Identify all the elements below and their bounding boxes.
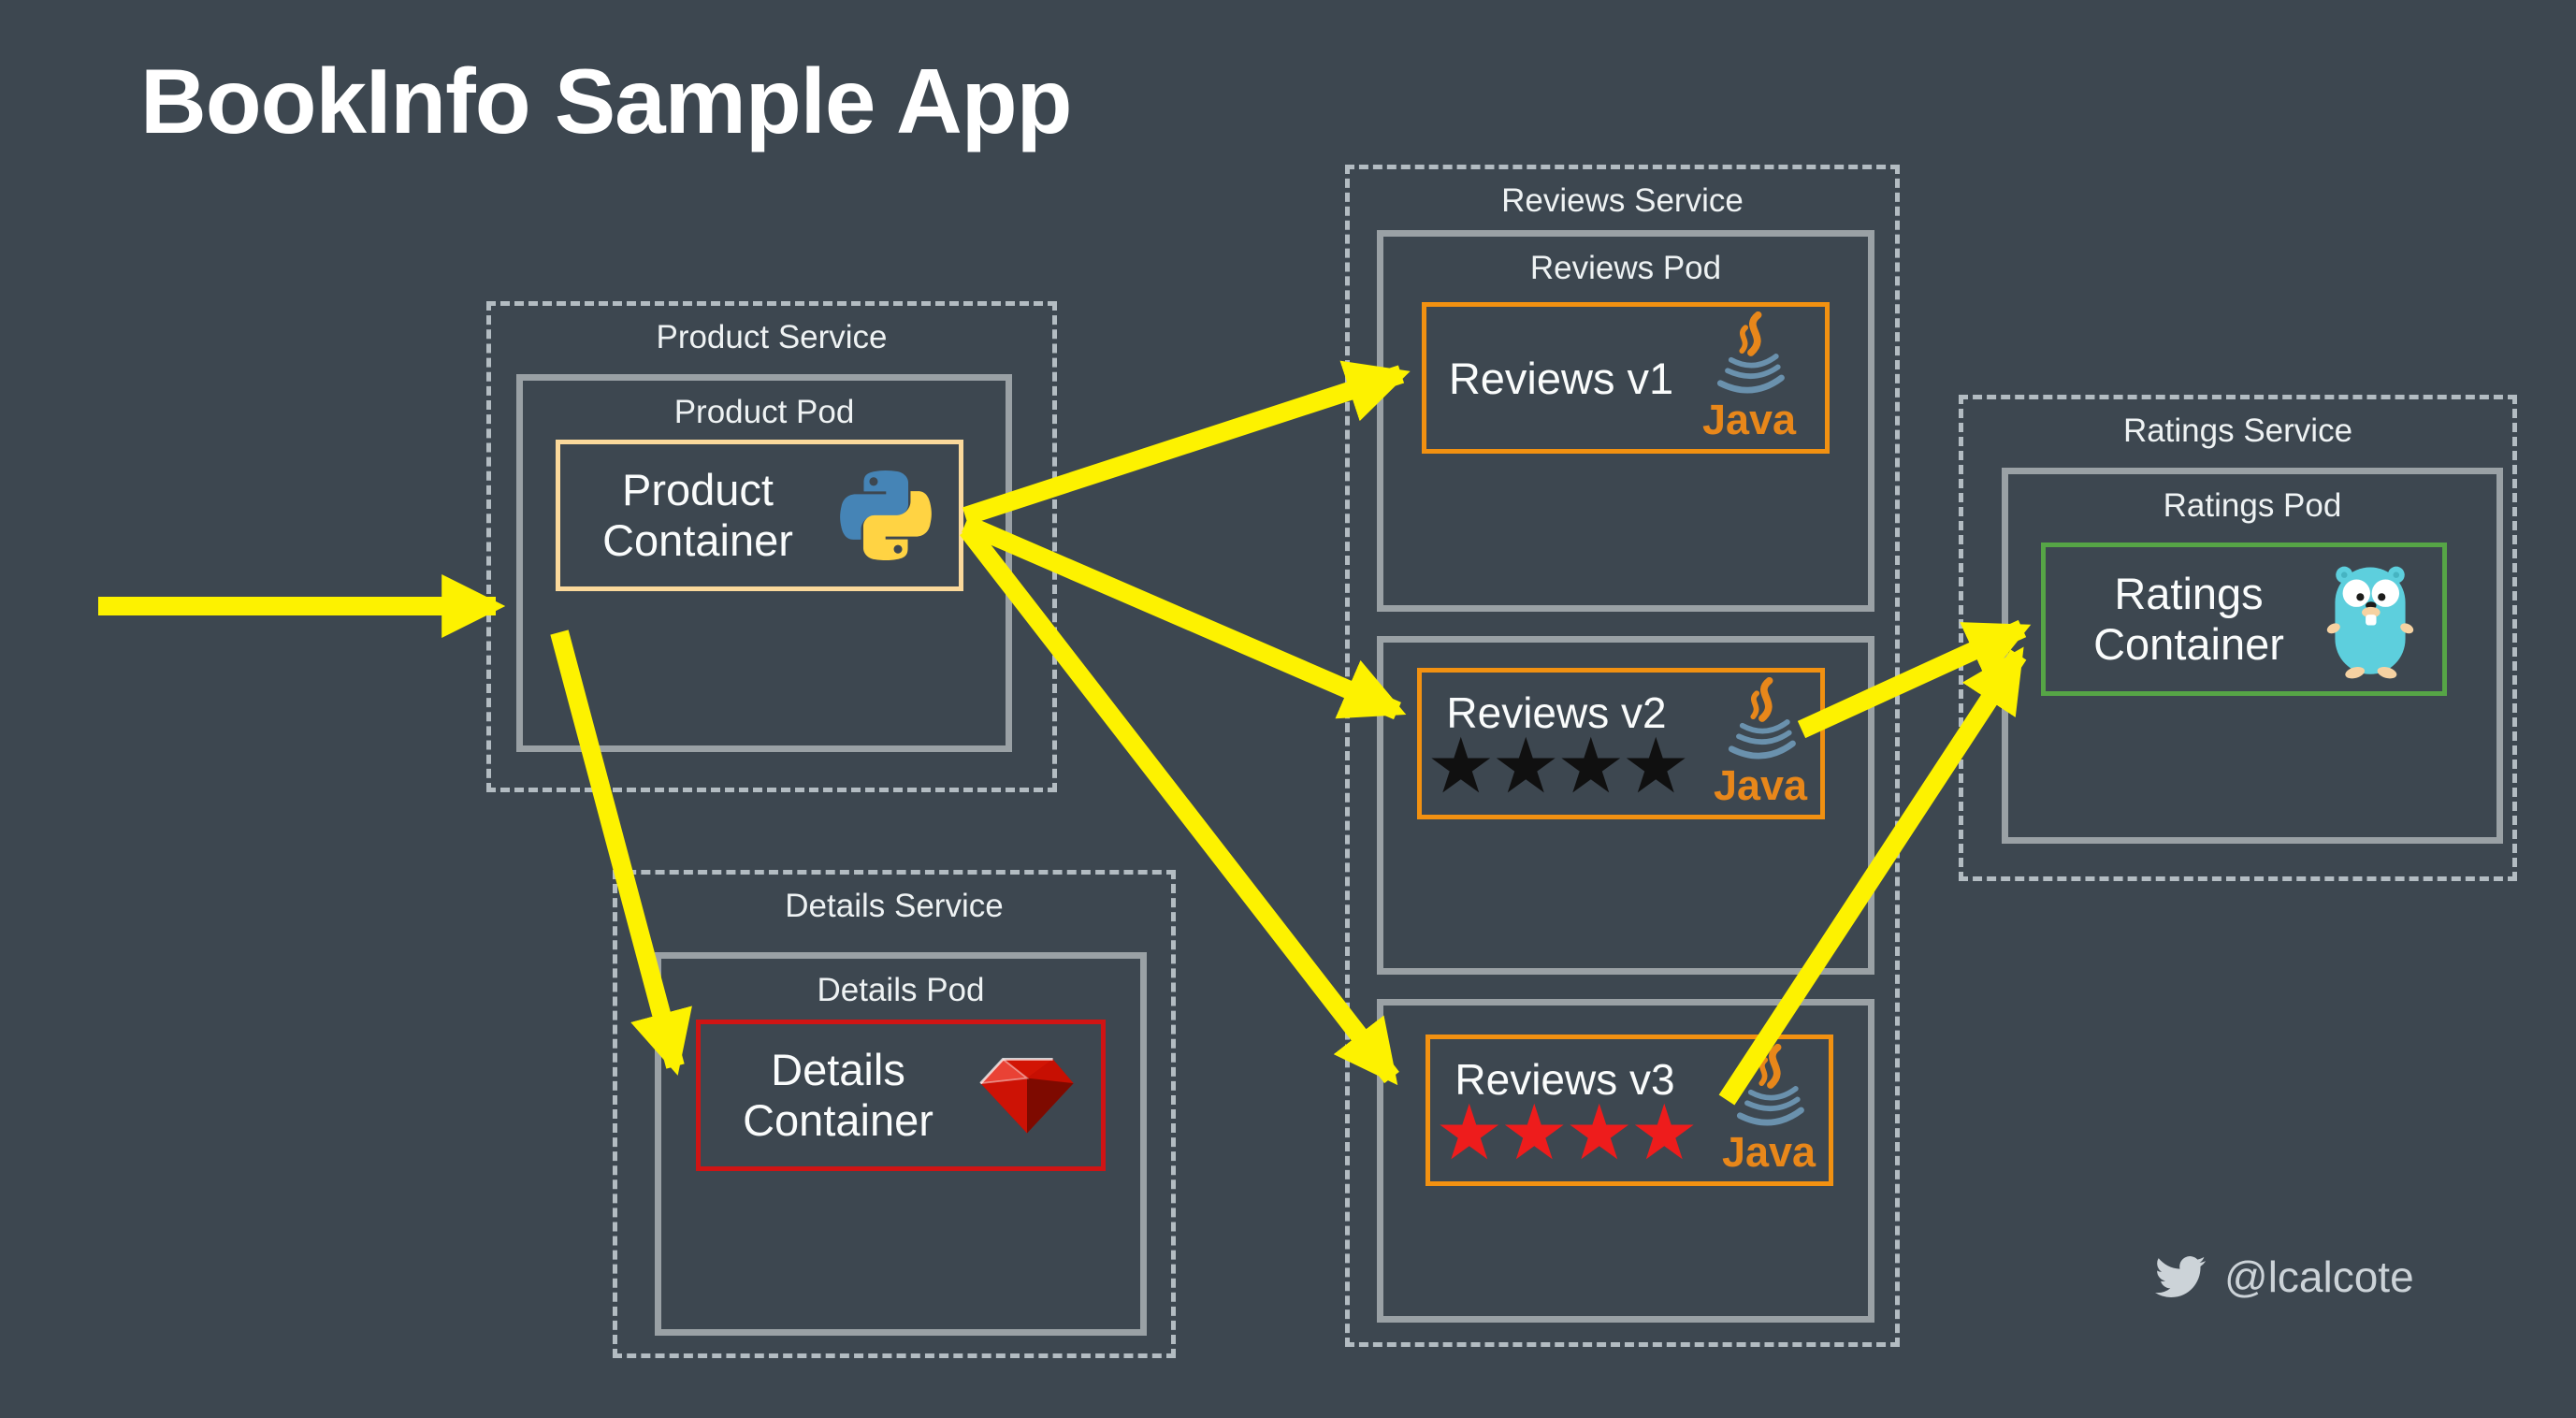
java-logo-v3: Java: [1714, 1044, 1824, 1177]
twitter-bird-icon: [2155, 1256, 2206, 1297]
java-icon: [1715, 677, 1805, 763]
go-gopher-icon: [2325, 566, 2415, 681]
python-icon: [840, 470, 932, 561]
reviews-service-label: Reviews Service: [1501, 182, 1744, 219]
details-pod-label: Details Pod: [817, 972, 985, 1008]
attribution: @lcalcote: [2151, 1252, 2414, 1302]
product-pod-label: Product Pod: [673, 394, 855, 430]
java-wordmark: Java: [1713, 761, 1808, 809]
java-icon: [1704, 311, 1794, 398]
ratings-container-label: Ratings Container: [2093, 568, 2284, 669]
reviews-pod-3-box: [1377, 999, 1874, 1323]
reviews-v2-label: Reviews v2: [1446, 688, 1667, 738]
reviews-v3-stars: ★★★★: [1434, 1089, 1699, 1179]
page-title: BookInfo Sample App: [140, 50, 1073, 152]
reviews-v1-label: Reviews v1: [1448, 353, 1674, 403]
java-logo-v2: Java: [1705, 677, 1816, 810]
ratings-container-box: Ratings Container: [2041, 543, 2447, 696]
reviews-pod-label: Reviews Pod: [1529, 250, 1722, 286]
twitter-handle: @lcalcote: [2224, 1252, 2414, 1301]
details-container-box: Details Container: [696, 1020, 1106, 1171]
product-container-box: Product Container: [556, 440, 963, 591]
reviews-v2-container-box: Reviews v2 ★★★★ Java: [1417, 668, 1825, 819]
ruby-icon: [978, 1058, 1076, 1135]
reviews-v3-label: Reviews v3: [1454, 1055, 1675, 1105]
reviews-v1-container-box: Reviews v1 Java: [1422, 302, 1830, 454]
java-icon: [1724, 1044, 1814, 1130]
reviews-v3-container-box: Reviews v3 ★★★★ Java: [1425, 1035, 1833, 1186]
java-logo-v1: Java: [1694, 311, 1804, 444]
product-container-label: Product Container: [602, 464, 793, 565]
ratings-service-label: Ratings Service: [2122, 412, 2353, 449]
reviews-v2-stars: ★★★★: [1425, 722, 1690, 812]
details-pod-box: Details Pod: [655, 952, 1147, 1336]
ratings-pod-label: Ratings Pod: [2163, 487, 2342, 524]
java-wordmark: Java: [1701, 396, 1797, 443]
product-service-label: Product Service: [656, 319, 888, 355]
details-service-label: Details Service: [785, 888, 1004, 924]
details-container-label: Details Container: [743, 1044, 933, 1145]
java-wordmark: Java: [1721, 1128, 1816, 1176]
